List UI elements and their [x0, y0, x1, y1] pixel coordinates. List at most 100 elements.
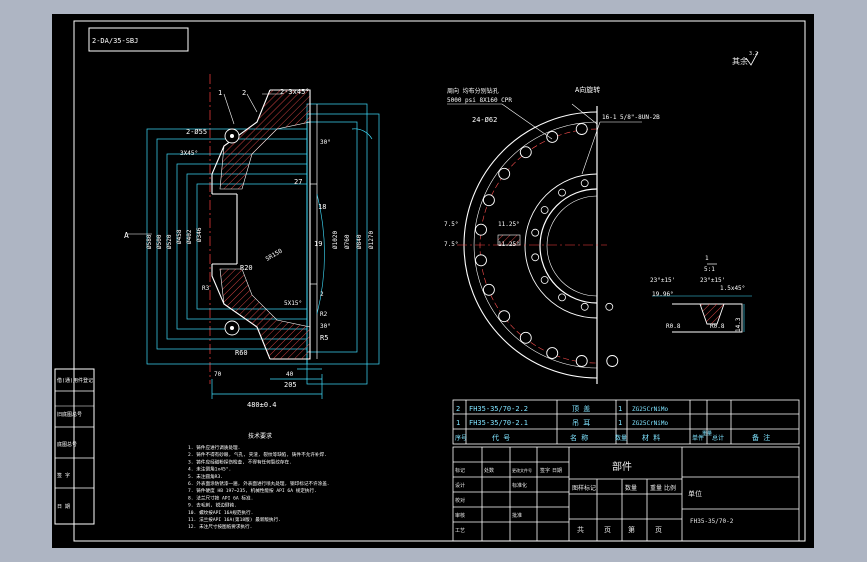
- detail-angle: 23°±15': [700, 277, 725, 284]
- hatched-section-top: [219, 89, 311, 190]
- code-box: [88, 27, 189, 52]
- margin-label: 旧底图总号: [57, 411, 82, 418]
- bolt-label: 16-1 5/8"-8UN-2B: [602, 114, 660, 121]
- angle-label: 30°: [320, 323, 331, 330]
- bom-cell: 1: [618, 405, 622, 413]
- bolt-hole: [482, 194, 495, 207]
- margin-label: 日 期: [57, 504, 70, 510]
- tech-req-line: 2. 铸件不得有砂眼, 气孔, 夹渣, 裂纹等缺陷, 铸件不允许补焊.: [188, 451, 327, 458]
- detail-chamfer: 1.5x45°: [720, 285, 745, 292]
- hatched-section-bottom: [219, 268, 311, 360]
- revision-header: 更改文件号: [512, 467, 532, 473]
- approve-label: 批准: [512, 512, 522, 519]
- bom-header: 序号: [455, 434, 467, 442]
- margin-label: 底图总号: [57, 441, 77, 448]
- company-label: 单位: [688, 489, 702, 498]
- angle-label: 30°: [320, 139, 331, 146]
- dia-label: Ø402: [186, 229, 193, 244]
- drawing-number: FH35-35/70-2: [690, 518, 734, 525]
- bolt-hole: [575, 355, 588, 367]
- drawing-code: 2-DA/35-SBJ: [92, 37, 138, 45]
- sign-row: 工艺: [455, 528, 465, 534]
- stud-hole: [605, 302, 614, 311]
- dia-label: Ø760: [344, 234, 351, 249]
- dia-label: Ø458: [176, 229, 183, 244]
- bolt-hole: [498, 310, 511, 323]
- bom-cell: 1: [618, 419, 622, 427]
- bom-cell: 吊 耳: [572, 419, 590, 427]
- angle-label: 7.5°: [444, 241, 458, 248]
- detail-radius: R0.8: [666, 323, 681, 330]
- stud-hole: [558, 293, 566, 302]
- tech-req-title: 技术要求: [248, 432, 272, 440]
- dim-label: 18: [318, 203, 326, 211]
- tech-req-list: 1. 铸件应进行调质处理.2. 铸件不得有砂眼, 气孔, 夹渣, 裂纹等缺陷, …: [188, 444, 330, 530]
- radius-label: R5: [320, 334, 328, 342]
- roughness-symbol-icon: [745, 51, 759, 66]
- plan-note: 周向 均布分别钻孔: [447, 87, 499, 95]
- drawing-sheet: 2-DA/35-SBJ 其余 3.2 借(通)用件登记 旧底图总号 底图总号 签…: [52, 14, 814, 548]
- plan-view: [447, 103, 642, 384]
- detail-ratio: 1: [705, 255, 709, 262]
- tech-req-line: 6. 外表面涂防锈漆一遍, 外表面进行喷丸处理, 钢印标记不许涂盖.: [188, 480, 330, 487]
- margin-label: 借(通)用件登记: [57, 377, 93, 384]
- bom-cell: ZG25CrNiMo: [632, 406, 669, 413]
- margin-label: 签 字: [57, 472, 70, 479]
- stud-hole: [580, 179, 589, 188]
- stage-label: 数量: [625, 484, 637, 492]
- dim-label: 480±0.4: [247, 401, 277, 409]
- bom-header: 代 号: [492, 433, 510, 442]
- detail-angle: 19.96°: [652, 291, 674, 298]
- detail-angle: 23°±15': [650, 277, 675, 284]
- bolt-hole: [482, 283, 495, 296]
- tech-req-line: 9. 去毛刺, 锐边倒钝.: [188, 502, 237, 509]
- dia-label: Ø1270: [368, 231, 375, 249]
- tech-req-line: 4. 未注倒角1x45°.: [188, 466, 231, 473]
- angle-label: 11.25°: [498, 221, 520, 228]
- sign-row: 设计: [455, 482, 465, 489]
- roughness-note: 其余: [732, 56, 748, 66]
- dia-label: Ø520: [166, 234, 173, 249]
- sheet-label: 第: [628, 525, 635, 534]
- tech-req-line: 7. 铸件硬度 HB 197~235, 机械性能按 API 6A 规定执行.: [188, 487, 317, 494]
- bolt-hole: [546, 130, 559, 143]
- dia-label: Ø1020: [332, 231, 339, 249]
- dim-label: 40: [286, 371, 294, 378]
- angle-label: 7.5°: [444, 221, 458, 228]
- bom-cell: ZG25CrNiMo: [632, 420, 669, 427]
- radius-label: R3: [202, 285, 210, 292]
- stage-label: 重量: [650, 484, 662, 492]
- stud-hole: [558, 188, 566, 197]
- dia-label: Ø346: [196, 227, 203, 242]
- chamfer-left-label: 3X45°: [180, 150, 198, 157]
- bolt-holes-outer: [475, 123, 619, 367]
- detail-scale: 5:1: [704, 266, 715, 273]
- bolt-hole: [575, 123, 588, 135]
- groove-detail: [652, 263, 752, 333]
- tech-req-line: 1. 铸件应进行调质处理.: [188, 444, 240, 451]
- leader-label: 2: [242, 89, 246, 97]
- bom-header: 单件: [692, 434, 704, 442]
- stage-label: 比例: [664, 484, 676, 492]
- bom-cell: 1: [456, 419, 460, 427]
- bolt-hole: [546, 347, 559, 360]
- dim-label: 70: [214, 371, 222, 378]
- dim-label: 205: [284, 381, 297, 389]
- stud-hole: [540, 276, 549, 284]
- sheet-label: 共: [577, 525, 584, 534]
- bolt-holes-inner: [531, 179, 614, 311]
- dim-label: 19: [314, 240, 322, 248]
- angle-label: 11.25°: [498, 241, 520, 248]
- ring-groove-section: [497, 234, 521, 246]
- radius-label: R2: [320, 311, 328, 318]
- radius-label: R60: [235, 349, 248, 357]
- bom-cell: 2: [456, 405, 460, 413]
- tech-req-line: 5. 未注圆角R3.: [188, 473, 223, 480]
- bom-cell: 顶 盖: [572, 404, 590, 413]
- bolt-hole: [519, 331, 532, 344]
- radius-label: R20: [240, 264, 253, 272]
- plan-view-title: A向旋转: [575, 85, 600, 94]
- holes-label: 24-Ø62: [472, 116, 497, 124]
- bolt-hole: [606, 355, 619, 367]
